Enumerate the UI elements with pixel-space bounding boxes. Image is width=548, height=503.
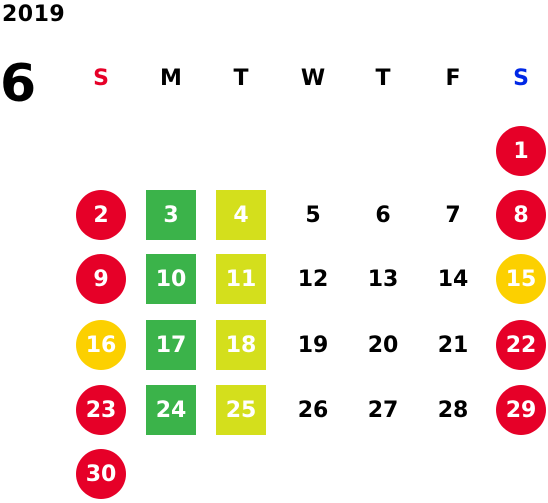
day-cell-20[interactable]: 20 <box>367 332 399 358</box>
day-cell-10[interactable]: 10 <box>146 254 196 304</box>
day-cell-5[interactable]: 5 <box>305 202 321 228</box>
day-cell-25[interactable]: 25 <box>216 385 266 435</box>
day-cell-27[interactable]: 27 <box>367 397 399 423</box>
day-cell-24[interactable]: 24 <box>146 385 196 435</box>
weekday-sat: S <box>513 66 529 91</box>
day-cell-16[interactable]: 16 <box>76 320 126 370</box>
day-cell-14[interactable]: 14 <box>437 266 469 292</box>
day-cell-6[interactable]: 6 <box>375 202 391 228</box>
day-cell-22[interactable]: 22 <box>496 320 546 370</box>
day-cell-23[interactable]: 23 <box>76 385 126 435</box>
day-cell-29[interactable]: 29 <box>496 385 546 435</box>
day-cell-7[interactable]: 7 <box>445 202 461 228</box>
day-cell-15[interactable]: 15 <box>496 254 546 304</box>
day-cell-2[interactable]: 2 <box>76 190 126 240</box>
day-cell-9[interactable]: 9 <box>76 254 126 304</box>
day-cell-21[interactable]: 21 <box>437 332 469 358</box>
day-cell-26[interactable]: 26 <box>297 397 329 423</box>
day-cell-11[interactable]: 11 <box>216 254 266 304</box>
day-cell-12[interactable]: 12 <box>297 266 329 292</box>
day-cell-3[interactable]: 3 <box>146 190 196 240</box>
year-label: 2019 <box>2 2 66 27</box>
day-cell-30[interactable]: 30 <box>76 449 126 499</box>
weekday-mon: M <box>160 66 182 91</box>
day-cell-17[interactable]: 17 <box>146 320 196 370</box>
month-number: 6 <box>0 54 37 114</box>
weekday-fri: F <box>445 66 461 91</box>
day-cell-19[interactable]: 19 <box>297 332 329 358</box>
day-cell-4[interactable]: 4 <box>216 190 266 240</box>
day-cell-28[interactable]: 28 <box>437 397 469 423</box>
day-cell-18[interactable]: 18 <box>216 320 266 370</box>
day-cell-1[interactable]: 1 <box>496 126 546 176</box>
weekday-wed: W <box>300 66 326 91</box>
weekday-thu: T <box>375 66 391 91</box>
day-cell-13[interactable]: 13 <box>367 266 399 292</box>
day-cell-8[interactable]: 8 <box>496 190 546 240</box>
weekday-sun: S <box>93 66 109 91</box>
weekday-tue: T <box>233 66 249 91</box>
